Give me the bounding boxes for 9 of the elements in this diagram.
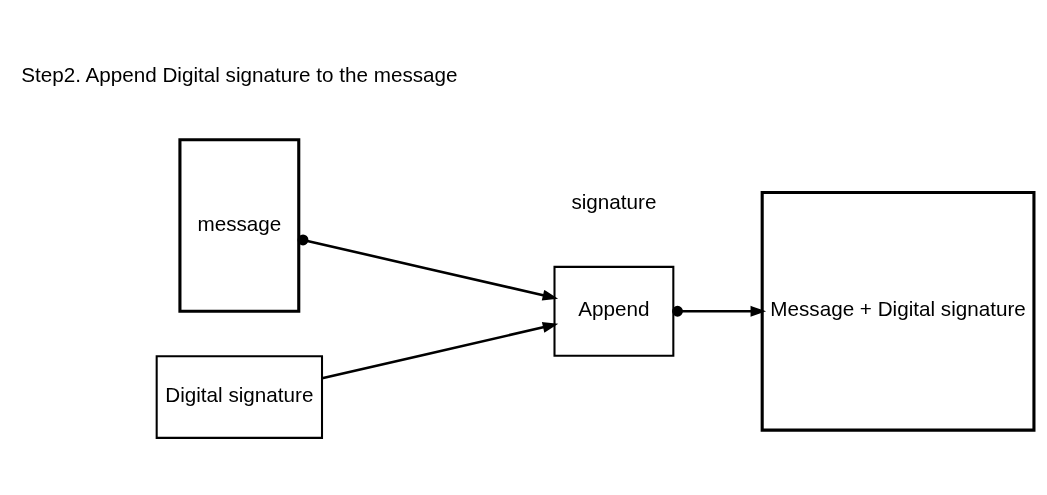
node-box: Message + Digital signature	[760, 190, 1036, 432]
node-box: message	[178, 137, 301, 313]
label: Step2. Append Digital signature to the message	[21, 62, 458, 86]
label: signature	[571, 189, 657, 213]
arrow	[297, 234, 559, 300]
arrow	[321, 321, 559, 379]
node-box: Digital signature	[155, 354, 324, 439]
arrow	[672, 305, 767, 317]
node-box: Append	[553, 265, 675, 357]
